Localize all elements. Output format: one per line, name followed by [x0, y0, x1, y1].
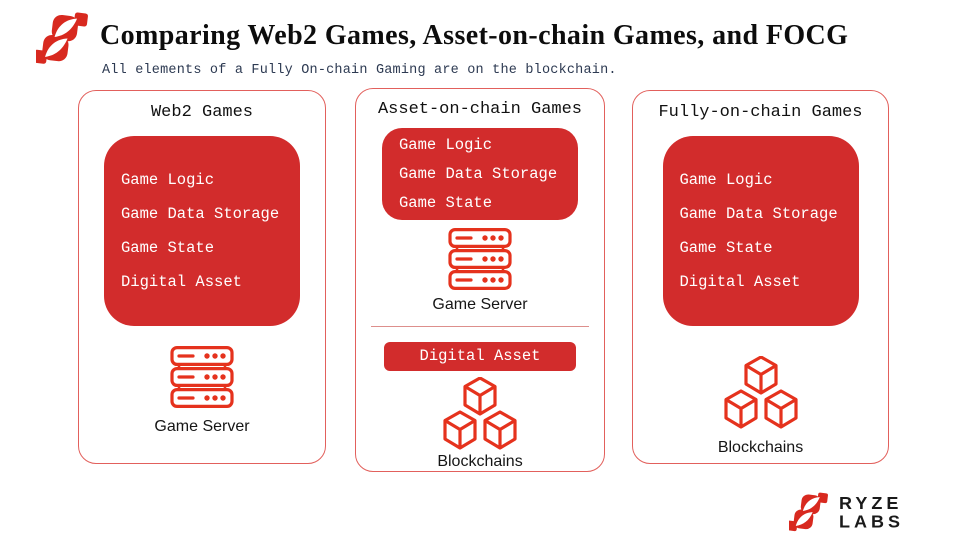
game-elements-box: Game Logic Game Data Storage Game State … [662, 136, 859, 326]
stack-item: Digital Asset [679, 273, 801, 291]
brand-lockup: RYZE LABS [789, 491, 904, 534]
divider [371, 326, 589, 327]
column-title: Fully-on-chain Games [658, 103, 863, 122]
stack-item: Game Logic [679, 171, 773, 189]
column-title: Web2 Games [150, 103, 254, 122]
ryze-logo-icon [789, 491, 829, 534]
column-title: Asset-on-chain Games [377, 100, 583, 119]
stack-item: Game State [679, 239, 773, 257]
brand-line2: LABS [839, 511, 904, 531]
device-label: Blockchains [717, 439, 804, 456]
blockchain-cubes-icon [722, 356, 800, 429]
server-icon [448, 228, 512, 290]
column-web2-games: Web2 Games Game Logic Game Data Storage … [78, 90, 326, 464]
device-label: Game Server [154, 418, 250, 435]
page-subtitle: All elements of a Fully On-chain Gaming … [102, 63, 617, 78]
game-elements-box: Game Logic Game Data Storage Game State [382, 128, 578, 220]
brand-line1: RYZE [839, 493, 903, 513]
stack-item: Game Data Storage [399, 164, 558, 183]
ryze-logo-icon [36, 10, 89, 68]
stack-item: Game State [121, 239, 215, 257]
stack-item: Digital Asset [121, 273, 242, 291]
stack-item: Game Data Storage [679, 205, 838, 223]
column-asset-on-chain-games: Asset-on-chain Games Game Logic Game Dat… [355, 88, 605, 472]
digital-asset-box: Digital Asset [384, 342, 576, 371]
server-icon [170, 346, 234, 408]
device-label: Game Server [432, 296, 528, 313]
game-elements-box: Game Logic Game Data Storage Game State … [104, 136, 300, 326]
column-fully-on-chain-games: Fully-on-chain Games Game Logic Game Dat… [632, 90, 889, 464]
blockchain-cubes-icon [441, 377, 519, 450]
page-title: Comparing Web2 Games, Asset-on-chain Gam… [100, 20, 849, 51]
stack-item: Game State [399, 193, 493, 212]
brand-wordmark: RYZE LABS [839, 494, 904, 530]
stack-item: Game Logic [399, 135, 493, 154]
blockchains-label: Blockchains [437, 453, 523, 470]
stack-item: Game Logic [121, 171, 215, 189]
stack-item: Game Data Storage [121, 205, 280, 223]
